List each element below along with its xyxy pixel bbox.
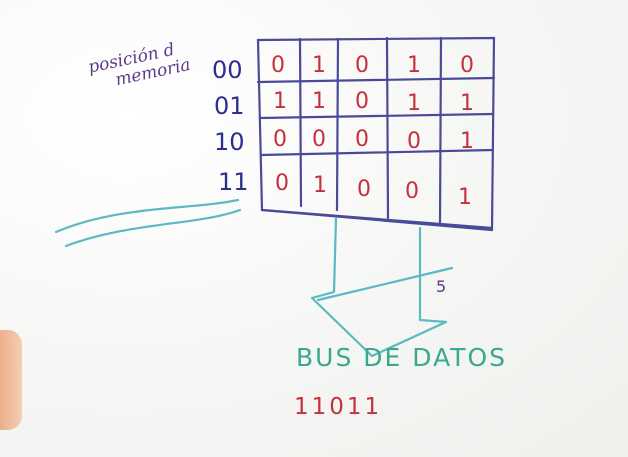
memory-grid xyxy=(256,36,496,232)
address-11: 11 xyxy=(218,168,249,196)
row-pointer-stroke xyxy=(54,198,242,248)
memory-cells: 0 1 0 1 0 1 1 0 1 1 0 0 0 0 1 0 1 0 0 1 xyxy=(271,53,474,210)
cell-r1-c4: 1 xyxy=(460,91,474,116)
cell-r3-c2: 0 xyxy=(357,177,371,202)
cell-r3-c3: 0 xyxy=(405,179,419,204)
cell-r2-c3: 0 xyxy=(407,129,421,154)
cell-r3-c1: 1 xyxy=(313,173,327,198)
cell-r1-c0: 1 xyxy=(273,89,287,114)
cell-r2-c4: 1 xyxy=(460,129,474,154)
cell-r0-c3: 1 xyxy=(407,53,421,78)
cell-r0-c2: 0 xyxy=(355,53,369,78)
cell-r1-c2: 0 xyxy=(355,89,369,114)
address-00: 00 xyxy=(212,56,243,84)
memory-position-title: posición d memoria xyxy=(86,40,192,90)
cell-r0-c4: 0 xyxy=(460,53,474,78)
address-labels: 00 01 10 11 xyxy=(212,56,249,196)
bus-value: 11011 xyxy=(294,394,382,420)
cell-r3-c0: 0 xyxy=(275,171,289,196)
cell-r2-c1: 0 xyxy=(312,127,326,152)
bus-label: BUS DE DATOS xyxy=(296,343,507,372)
cell-r0-c1: 1 xyxy=(312,53,326,78)
cell-r2-c0: 0 xyxy=(273,127,287,152)
bus-width-label: 5 xyxy=(436,277,446,296)
cell-r1-c3: 1 xyxy=(407,91,421,116)
cell-r3-c4: 1 xyxy=(458,185,472,210)
cell-r0-c0: 0 xyxy=(271,53,285,78)
hand-edge xyxy=(0,330,22,430)
cell-r1-c1: 1 xyxy=(312,89,326,114)
address-01: 01 xyxy=(214,92,245,120)
bus-arrow xyxy=(310,216,454,358)
cell-r2-c2: 0 xyxy=(355,127,369,152)
address-10: 10 xyxy=(214,128,245,156)
